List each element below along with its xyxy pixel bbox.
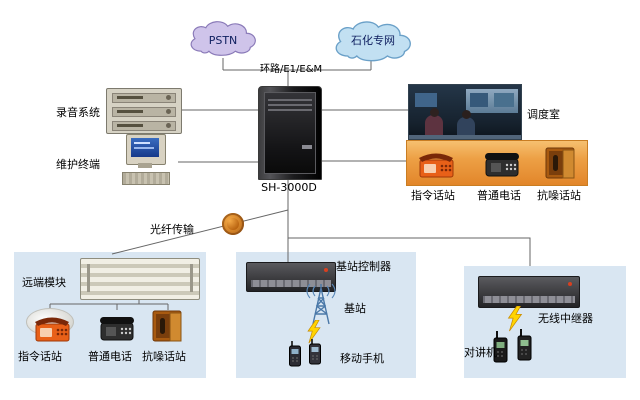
recording-rack-icon [106,88,182,134]
repeater-device-icon [478,276,580,308]
lightning-icon [506,305,524,332]
remote-module-label: 远端模块 [22,276,66,289]
remote-rack-icon [80,258,200,300]
cloud-shape-icon [190,21,256,56]
command-phone-icon [416,148,456,180]
mobile-handset-icon [308,338,322,366]
dispatch-command-phone-label: 指令话站 [411,189,455,202]
mobile-phone-label: 移动手机 [340,352,384,365]
fiber-coil-icon [222,213,244,235]
command-phone-icon [32,312,72,344]
remote-command-phone-label: 指令话站 [18,350,62,363]
maintenance-terminal-label: 维护终端 [56,158,100,171]
mobile-handset-icon [288,340,302,368]
recording-system-label: 录音系统 [56,106,100,119]
desk-phone-icon [483,149,521,179]
noise-proof-phone-icon [150,308,184,344]
dispatch-ordinary-phone-label: 普通电话 [477,189,521,202]
lightning-icon [306,319,322,344]
cabinet-vent [268,104,312,106]
fiber-label: 光纤传输 [150,223,194,236]
dispatch-noise-proof-label: 抗噪话站 [537,189,581,202]
walkie-talkie-icon [492,330,510,364]
dispatch-room-photo [408,84,522,140]
repeater-label: 无线中继器 [538,312,593,325]
noise-proof-phone-icon [543,145,577,181]
cabinet-vent [268,99,312,101]
antenna-tower-icon [298,282,344,328]
dispatch-room-label: 调度室 [527,108,560,121]
petro-cloud-label: 石化专网 [351,34,395,47]
walkie-talkie-label: 对讲机 [464,346,497,359]
cabinet-label: SH-3000D [261,181,317,194]
base-station-label: 基站 [344,302,366,315]
cabinet-badge [302,145,312,149]
walkie-talkie-icon [516,328,534,362]
remote-ordinary-phone-label: 普通电话 [88,350,132,363]
pstn-cloud-label: PSTN [208,33,238,47]
cabinet-vent [268,109,312,111]
maintenance-terminal-icon [116,134,180,192]
bsc-label: 基站控制器 [336,260,391,273]
desk-phone-icon [98,313,136,343]
remote-noise-proof-label: 抗噪话站 [142,350,186,363]
petro-network-cloud: 石化专网 [328,20,418,62]
pstn-cloud: PSTN [184,20,262,60]
trunk-label: 环路/E1/E&M [260,64,323,75]
server-cabinet [258,86,322,180]
